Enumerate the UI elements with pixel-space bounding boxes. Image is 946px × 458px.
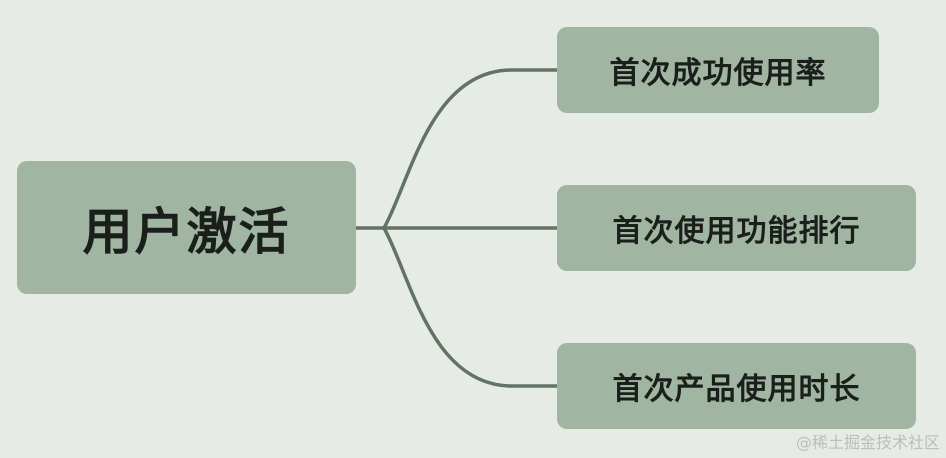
child-node-first-success-rate[interactable]: 首次成功使用率 — [557, 27, 879, 113]
child-node-first-usage-duration[interactable]: 首次产品使用时长 — [557, 343, 916, 429]
root-node-label: 用户激活 — [82, 202, 291, 261]
child-node-label: 首次使用功能排行 — [612, 214, 861, 249]
watermark: @稀土掘金技术社区 — [795, 433, 940, 452]
child-node-label: 首次产品使用时长 — [612, 372, 861, 407]
connector-to-child-0 — [382, 68, 559, 230]
connector-to-child-2 — [382, 226, 559, 388]
child-node-first-feature-ranking[interactable]: 首次使用功能排行 — [557, 185, 916, 271]
root-node[interactable]: 用户激活 — [17, 161, 356, 294]
child-node-label: 首次成功使用率 — [609, 56, 827, 91]
